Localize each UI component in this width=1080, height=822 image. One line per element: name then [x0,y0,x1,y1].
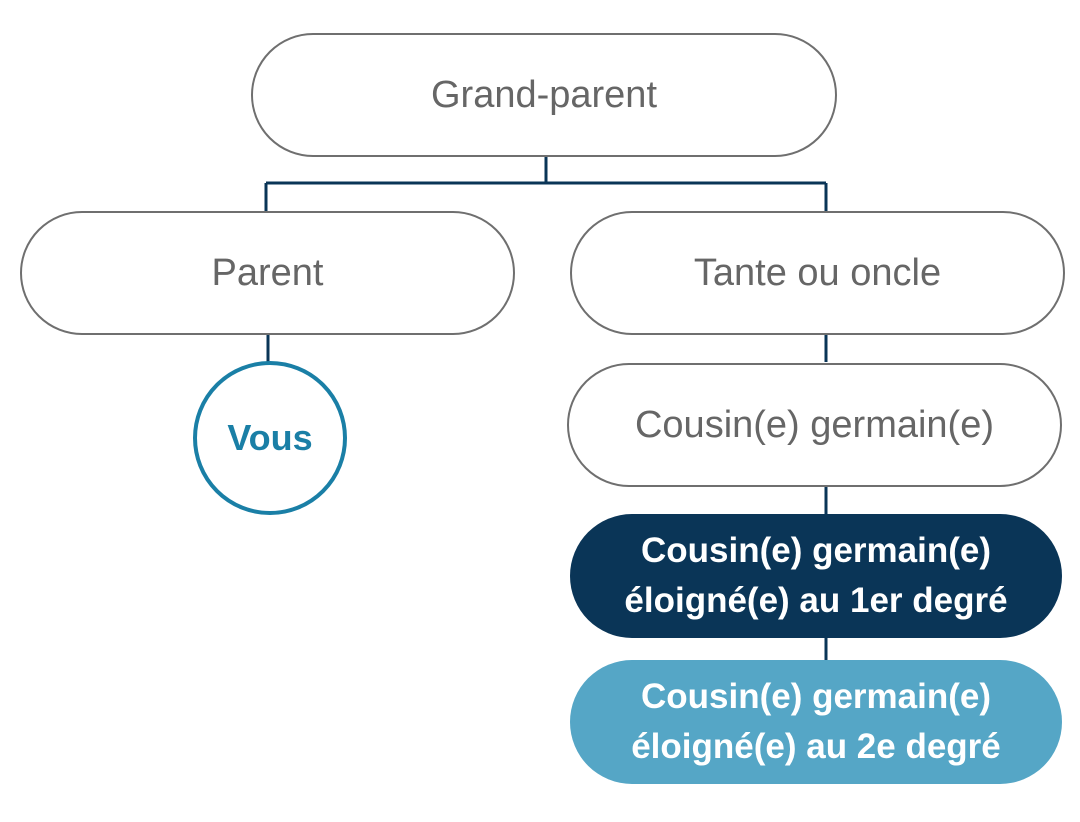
node-cousin-1er-text: Cousin(e) germain(e) éloigné(e) au 1er d… [624,526,1007,626]
node-grand-parent: Grand-parent [251,33,837,157]
node-cousin-1er-line2: éloigné(e) au 1er degré [624,581,1008,620]
node-cousin-2e-line2: éloigné(e) au 2e degré [631,727,1001,766]
node-tante-ou-oncle: Tante ou oncle [570,211,1065,335]
node-vous-label: Vous [227,417,313,458]
node-vous: Vous [193,361,347,515]
node-tante-ou-oncle-label: Tante ou oncle [693,251,942,294]
node-cousin-1er-line1: Cousin(e) germain(e) [640,531,992,570]
node-cousin-eloigne-2e-degre: Cousin(e) germain(e) éloigné(e) au 2e de… [570,660,1062,784]
node-cousin-germain-label: Cousin(e) germain(e) [634,403,994,446]
node-cousin-eloigne-1er-degre: Cousin(e) germain(e) éloigné(e) au 1er d… [570,514,1062,638]
node-cousin-2e-text: Cousin(e) germain(e) éloigné(e) au 2e de… [631,672,1001,772]
node-cousin-germain: Cousin(e) germain(e) [567,363,1062,487]
node-parent-label: Parent [211,251,324,294]
node-grand-parent-label: Grand-parent [430,73,657,116]
node-cousin-2e-line1: Cousin(e) germain(e) [640,677,992,716]
node-parent: Parent [20,211,515,335]
